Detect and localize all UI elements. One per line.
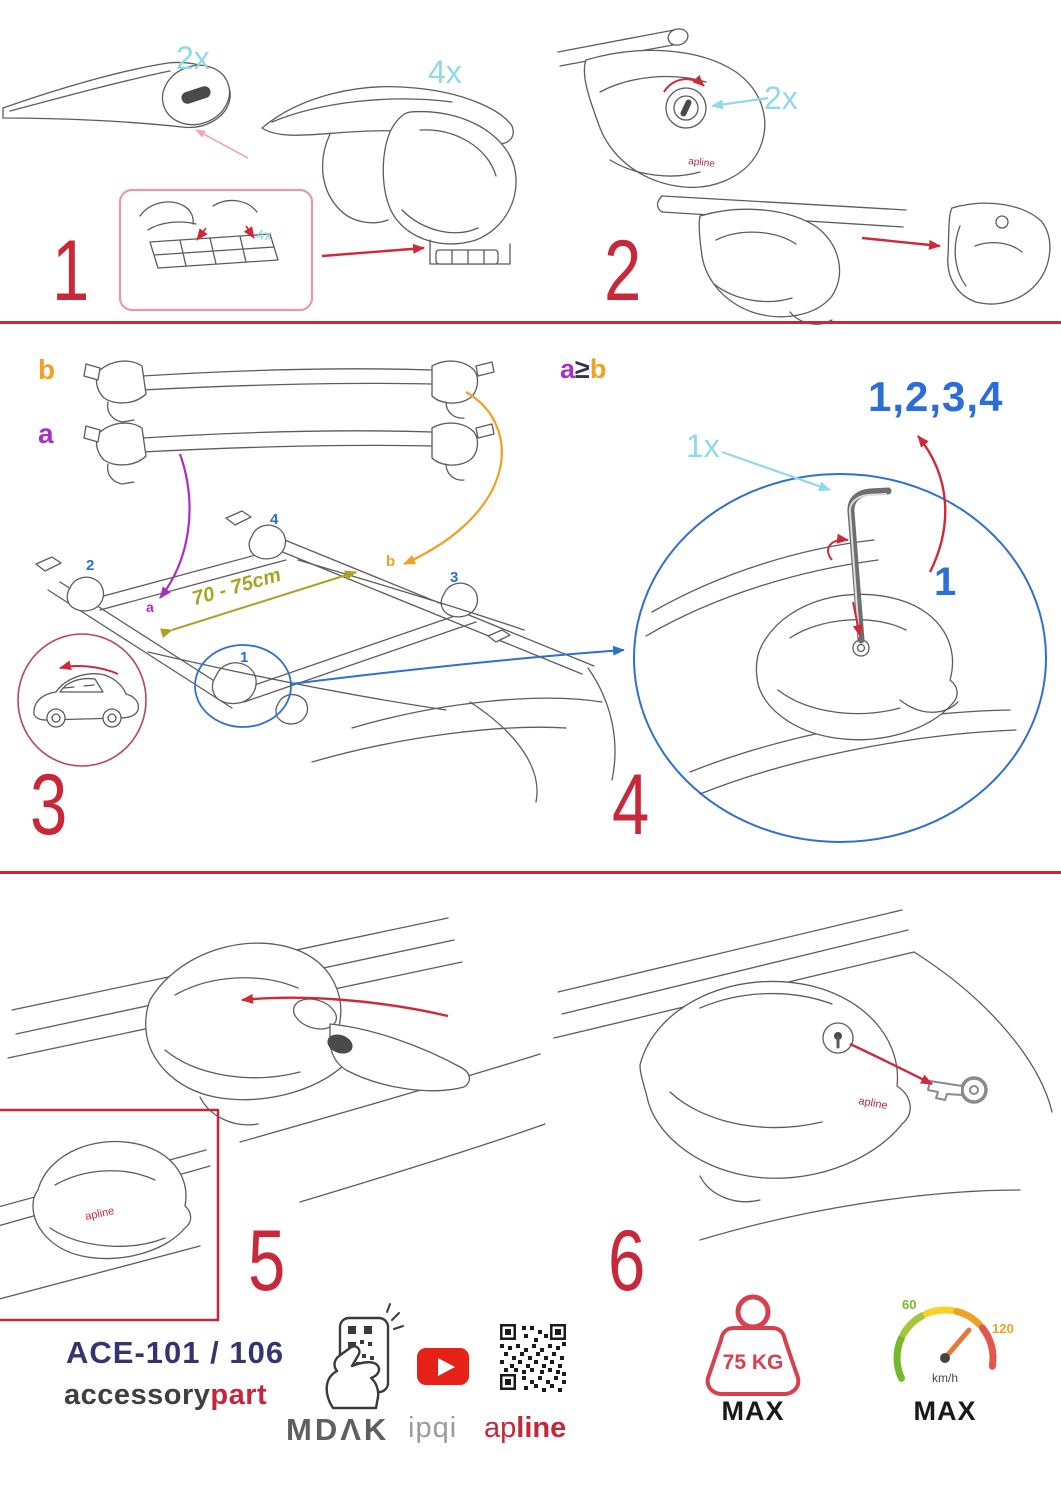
roof-position-b: b xyxy=(386,553,396,570)
apline-mark-step2: apline xyxy=(688,156,716,170)
foot-drawing-step1 xyxy=(261,85,517,265)
apline-mark-step6: apline xyxy=(857,1095,888,1112)
rule-operator: ≥ xyxy=(575,354,590,384)
tightening-sequence: 1,2,3,4 xyxy=(868,373,1004,420)
lock-qty-arrow xyxy=(711,96,769,110)
key-qty-arrow xyxy=(721,450,831,492)
mdak-logo: MDΛK xyxy=(286,1412,390,1447)
roof-position-1: 1 xyxy=(240,649,249,666)
bar-slide-arrow xyxy=(241,993,449,1018)
step-2-number: 2 xyxy=(604,223,642,319)
zoom-detail-drawing xyxy=(633,473,1047,843)
accessorypart-logo: accessorypart xyxy=(64,1381,267,1410)
crossbar-end-drawing xyxy=(2,61,231,129)
weight-icon xyxy=(705,1294,801,1396)
roof-position-4: 4 xyxy=(270,511,279,528)
allen-rotate-arrow xyxy=(827,533,849,561)
zoom-callout-1: 1 xyxy=(934,560,957,604)
key-qty-label: 1x xyxy=(686,428,720,464)
pad-to-foot-arrow xyxy=(321,243,425,258)
lock-qty-label: 2x xyxy=(764,80,798,116)
allen-bolt-arrow xyxy=(852,601,863,637)
foot-drawing-step2-top xyxy=(557,28,766,188)
accessorypart-logo-part: part xyxy=(210,1379,268,1411)
speedometer-needle xyxy=(942,1327,972,1361)
apline-logo-line: line xyxy=(516,1412,567,1444)
roof-position-3: 3 xyxy=(450,569,459,586)
bar-leader-arrow xyxy=(195,129,249,159)
crossbar-a-drawing xyxy=(83,422,495,485)
sequence-arrow xyxy=(917,435,947,573)
speedometer-icon xyxy=(893,1306,997,1382)
step5-drawing xyxy=(0,917,546,1322)
model-number: ACE-101 / 106 xyxy=(66,1335,285,1370)
zoom-link-arrow xyxy=(290,645,625,685)
step-6-number: 6 xyxy=(608,1213,646,1309)
foot1-highlight-circle xyxy=(194,644,292,728)
accessorypart-logo-accessory: accessory xyxy=(64,1379,211,1411)
bar-a-label: a xyxy=(38,418,54,449)
rule-b: b xyxy=(589,354,607,384)
step-1-number: 1 xyxy=(52,223,90,319)
apline-logo: apline xyxy=(484,1414,566,1443)
max-weight-label: MAX xyxy=(721,1396,785,1426)
car-direction-arrow xyxy=(59,660,119,675)
pad-insert-arrow-2 xyxy=(243,225,255,239)
phone-qr-icon xyxy=(325,1303,404,1410)
foot-drawing-step2-bottom xyxy=(656,195,1051,325)
lock-rotate-arrow xyxy=(663,74,705,93)
apline-mark-step5: apline xyxy=(84,1205,115,1223)
foot-qty-label: 4x xyxy=(428,54,462,90)
cap-insert-arrow xyxy=(861,236,941,250)
key-insert-arrow xyxy=(849,1042,933,1086)
ipqi-logo: ipqi xyxy=(408,1412,458,1444)
section-divider-2 xyxy=(0,871,1061,874)
step-5-number: 5 xyxy=(248,1213,286,1309)
bar-qty-label: 2x xyxy=(176,40,210,76)
roof-scene-drawing xyxy=(35,510,616,803)
section-divider-1 xyxy=(0,321,1061,324)
rubber-pad-inset xyxy=(118,188,314,312)
speed-high-label: 120 xyxy=(992,1321,1014,1336)
max-speed-label: MAX xyxy=(913,1396,977,1426)
max-weight-value: 75 KG xyxy=(722,1351,784,1374)
step6-drawing xyxy=(553,909,1053,1241)
pad-qty-label: 4x xyxy=(256,227,272,244)
bar-b-pointer-arrow xyxy=(403,391,503,566)
step-4-number: 4 xyxy=(612,757,650,853)
apline-logo-ap: ap xyxy=(484,1412,517,1444)
roof-position-2: 2 xyxy=(86,557,95,574)
speed-unit-label: km/h xyxy=(931,1371,958,1385)
key-icon xyxy=(927,1076,988,1104)
pad-insert-arrow-1 xyxy=(196,227,208,241)
speed-low-label: 60 xyxy=(902,1297,917,1312)
qr-code xyxy=(500,1324,566,1392)
bar-a-pointer-arrow xyxy=(159,453,191,599)
distance-arrow xyxy=(160,570,357,639)
annotation-arrows xyxy=(59,74,947,1086)
tightening-rule: a≥b xyxy=(560,356,606,383)
car-inset-drawing xyxy=(17,633,147,767)
rule-a: a xyxy=(560,354,576,384)
crossbar-b-drawing xyxy=(83,360,495,423)
roof-position-a: a xyxy=(146,599,154,615)
bar-b-label: b xyxy=(38,354,56,385)
step-3-number: 3 xyxy=(30,757,68,853)
youtube-icon xyxy=(417,1348,469,1385)
